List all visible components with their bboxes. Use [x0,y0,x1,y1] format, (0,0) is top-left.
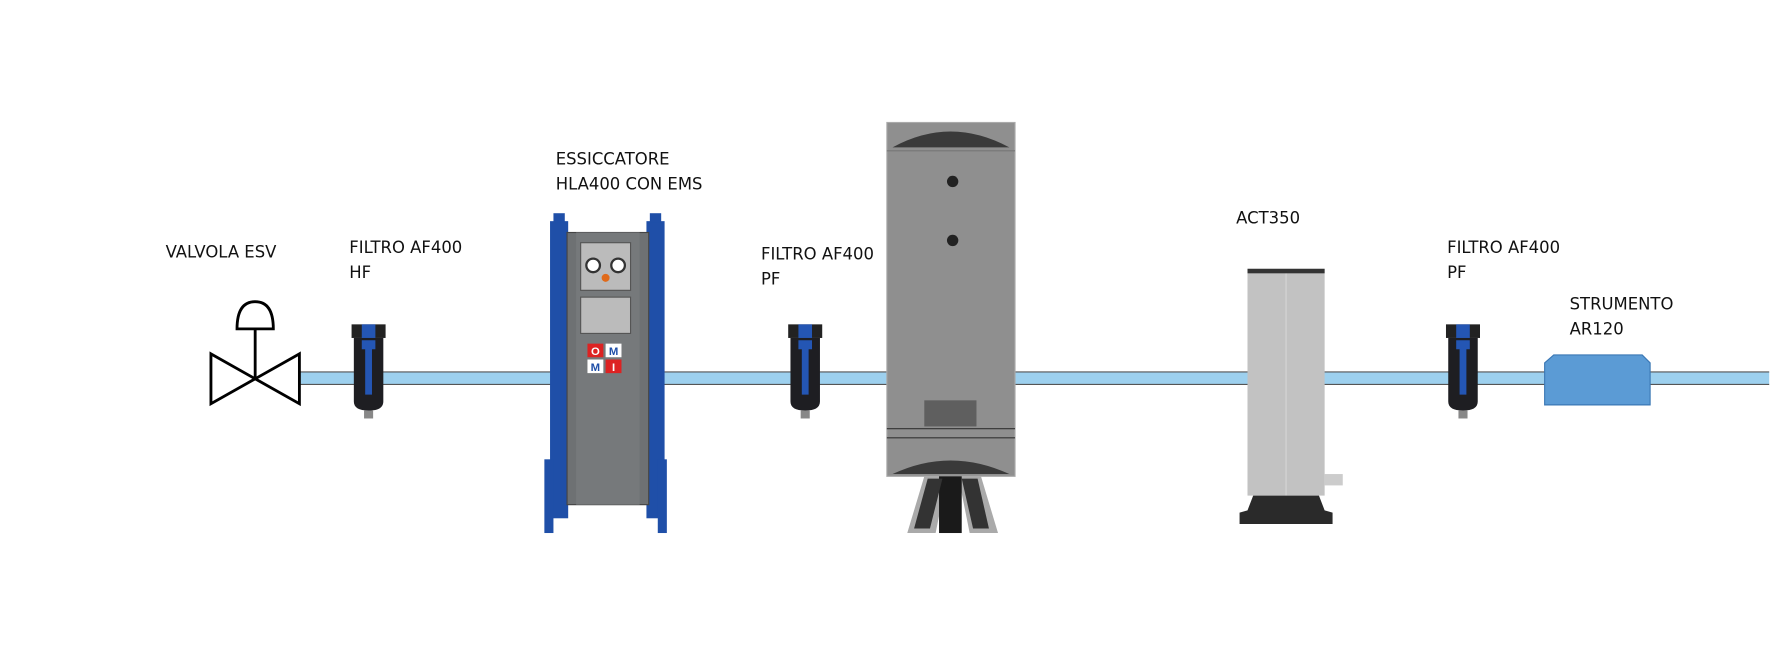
logo-letter: M [609,346,618,358]
label-line: FILTRO AF400 [760,246,874,265]
filter-hf-icon [351,324,386,419]
label-line: PF [1447,264,1467,283]
label-line: STRUMENTO [1569,296,1674,315]
label-line: FILTRO AF400 [349,239,463,258]
filter-pf-icon [788,324,823,419]
logo-letter: O [591,346,600,358]
dryer-label: ESSICCATORE HLA400 CON EMS [556,147,703,197]
instrument-label: STRUMENTO AR120 [1570,293,1674,343]
logo-letter: M [591,362,600,374]
air-tank-icon [886,121,1016,534]
label-line: FILTRO AF400 [1447,239,1561,258]
filter-pf-label: FILTRO AF400 PF [761,243,874,293]
filter-pf-label-2: FILTRO AF400 PF [1447,236,1560,286]
label-line: AR120 [1569,320,1624,340]
pipe [300,371,1770,386]
label-line: ESSICCATORE [555,150,670,169]
filter-pf-icon [1445,324,1481,419]
label-line: HF [349,264,372,283]
label-line: ACT350 [1236,209,1301,228]
valve-label: VALVOLA ESV [166,240,277,265]
label-line: VALVOLA ESV [165,243,277,262]
valve-esv-icon [209,300,301,407]
filter-hf-label: FILTRO AF400 HF [349,236,462,286]
label-line: HLA400 CON EMS [555,175,703,194]
act350-icon [1239,268,1343,524]
dryer-hla400-icon: O M M I [544,213,667,534]
label-line: PF [760,271,781,290]
instrument-ar120-icon [1544,354,1651,406]
act350-label: ACT350 [1236,206,1300,231]
logo-letter: I [612,362,615,374]
